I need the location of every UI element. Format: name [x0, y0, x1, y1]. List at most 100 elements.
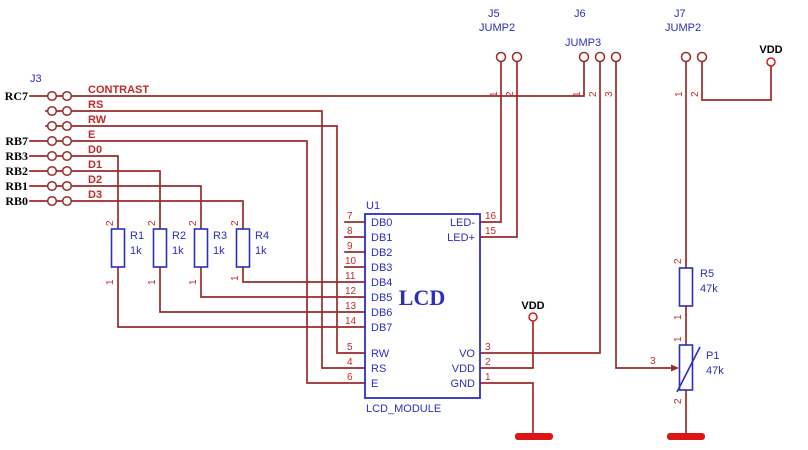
u1-pin-rw: RW	[371, 348, 390, 360]
u1-pinnum-10: 10	[345, 256, 357, 267]
wire-j7pin2-vdd	[701, 61, 772, 101]
wiper-arrow	[671, 364, 679, 372]
port-rb2: RB2	[5, 164, 28, 178]
u1-pin-rs: RS	[371, 363, 386, 375]
wire-contrast	[29, 61, 585, 97]
j6-pin	[594, 51, 606, 63]
j6-type: JUMP3	[565, 37, 601, 49]
u1-pin-vo: VO	[459, 348, 475, 360]
r2-pin2: 2	[147, 220, 158, 226]
j6-pin	[578, 51, 590, 63]
j7-pinnum-2: 2	[690, 91, 701, 97]
wire-led-minus	[479, 61, 502, 223]
wire-r1-db7	[117, 266, 366, 328]
net-d3: D3	[88, 189, 102, 201]
wire-r2-db6	[159, 266, 366, 313]
p1-pin3-wiper: 3	[650, 356, 656, 367]
u1-pin-db1: DB1	[371, 232, 392, 244]
wire-d0	[29, 155, 119, 230]
net-e: E	[88, 129, 95, 141]
u1-pin-db6: DB6	[371, 307, 392, 319]
vdd-terminal	[766, 57, 776, 67]
u1-pinnum-14: 14	[345, 316, 357, 327]
u1-pinnum-15: 15	[485, 226, 497, 237]
u1-pin-led-minus: LED-	[450, 217, 475, 229]
j3-pin	[61, 165, 73, 177]
p1-ref: P1	[706, 350, 719, 362]
r3-pin1: 1	[188, 279, 199, 285]
u1-pinnum-2: 2	[485, 357, 491, 368]
port-rb3: RB3	[5, 149, 28, 163]
u1-pinnum-12: 12	[345, 286, 357, 297]
resistor-body-r4	[235, 228, 251, 268]
r5-ref: R5	[700, 268, 714, 280]
wire-j6pin3-wiper	[615, 61, 673, 369]
j3-pin	[61, 195, 73, 207]
r1-ref: R1	[130, 230, 144, 242]
u1-pinnum-3: 3	[485, 342, 491, 353]
u1-pinnum-1: 1	[485, 372, 491, 383]
j3-pin	[46, 120, 58, 132]
j5-ref: J5	[488, 8, 500, 20]
j3-pin	[46, 150, 58, 162]
u1-pin-vdd: VDD	[452, 363, 475, 375]
r4-pin1: 1	[230, 275, 241, 281]
vdd-label-mid: VDD	[521, 300, 544, 312]
j6-pinnum-3: 3	[604, 91, 615, 97]
j5-pin	[495, 51, 507, 63]
u1-pinnum-5: 5	[347, 342, 353, 353]
j3-ref: J3	[30, 73, 42, 85]
j7-ref: J7	[674, 8, 686, 20]
r5-pin2: 2	[673, 258, 684, 264]
wire-rw	[45, 125, 366, 354]
vdd-label-topright: VDD	[759, 44, 782, 56]
wire-d3	[29, 200, 244, 230]
port-rb7: RB7	[5, 134, 28, 148]
p1-pin1: 1	[673, 336, 684, 342]
u1-footer: LCD_MODULE	[366, 403, 441, 415]
u1-pinnum-6: 6	[347, 372, 353, 383]
u1-pin-led-plus: LED+	[447, 232, 475, 244]
wire-vo-j6	[479, 61, 601, 354]
j5-pin	[511, 51, 523, 63]
ground-symbol	[667, 433, 705, 440]
j3-pin	[46, 180, 58, 192]
u1-pin-db2: DB2	[371, 247, 392, 259]
j5-pinnum-2: 2	[505, 91, 516, 97]
p1-value: 47k	[706, 365, 724, 377]
wire-r4-db4	[242, 266, 366, 283]
u1-pinnum-9: 9	[347, 241, 353, 252]
u1-pin-db5: DB5	[371, 292, 392, 304]
j3-pin	[46, 90, 58, 102]
r4-value: 1k	[255, 245, 267, 257]
net-d1: D1	[88, 159, 102, 171]
port-rb0: RB0	[5, 194, 28, 208]
u1-pin-db7: DB7	[371, 322, 392, 334]
wire-d1	[29, 170, 161, 230]
j3-pin	[61, 120, 73, 132]
r4-pin2: 2	[230, 220, 241, 226]
port-rb1: RB1	[5, 179, 28, 193]
j6-pinnum-1: 1	[572, 91, 583, 97]
wire-e	[29, 140, 366, 384]
ground-symbol	[515, 433, 553, 440]
j6-ref: J6	[574, 8, 586, 20]
j3-pin	[61, 135, 73, 147]
net-rs: RS	[88, 99, 103, 111]
u1-pinnum-16: 16	[485, 211, 497, 222]
j3-pin	[46, 195, 58, 207]
wire-r3-db5	[200, 266, 366, 298]
u1-pinnum-7: 7	[347, 211, 353, 222]
r1-pin2: 2	[105, 220, 116, 226]
j7-pin	[680, 51, 692, 63]
vdd-terminal	[528, 312, 538, 322]
j5-pinnum-1: 1	[489, 91, 500, 97]
u1-lcd-module-box	[364, 213, 481, 399]
resistor-body-r3	[193, 228, 209, 268]
port-rc7: RC7	[5, 89, 28, 103]
wire-led-plus	[479, 61, 518, 238]
resistor-body-r5	[678, 267, 694, 307]
j6-pinnum-2: 2	[588, 91, 599, 97]
